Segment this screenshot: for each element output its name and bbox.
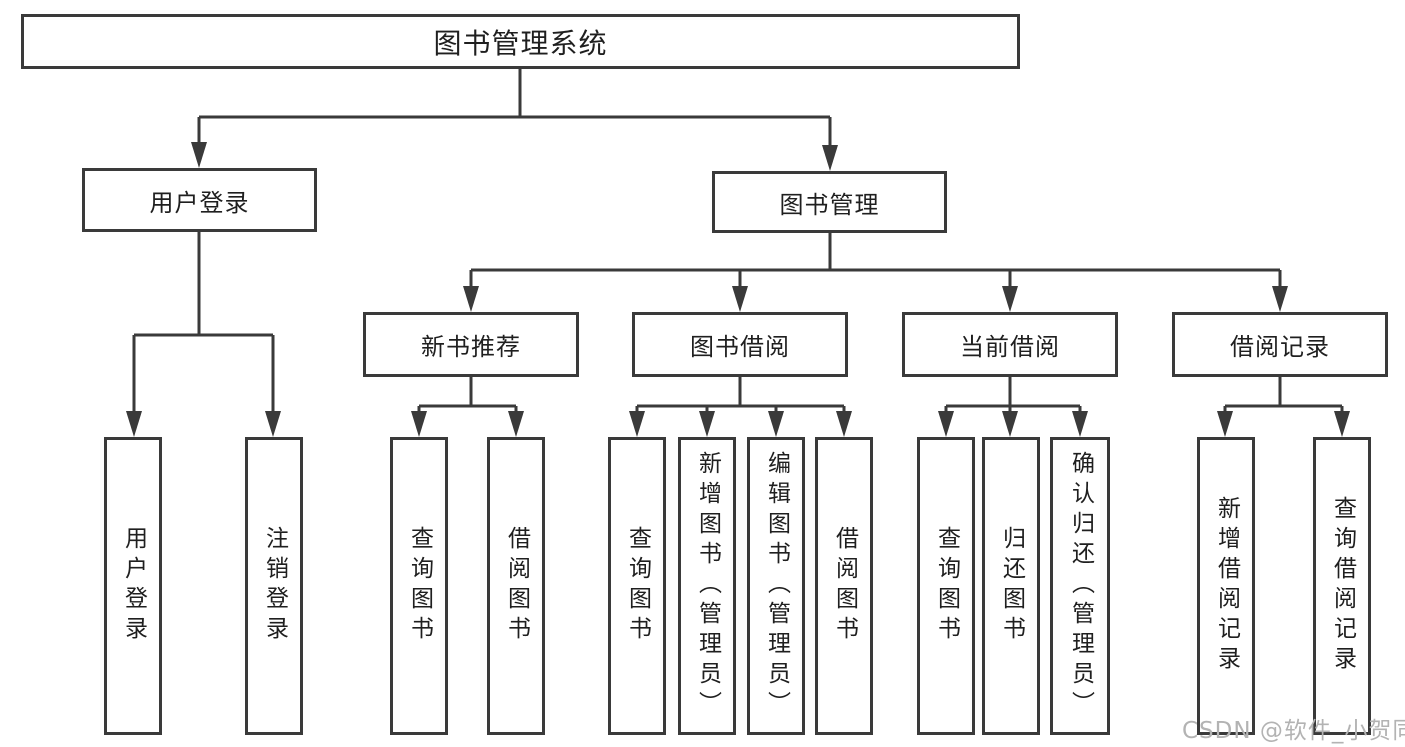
leaf-confirm-return-admin: 确认归还（管理员） bbox=[1050, 437, 1110, 735]
connector-book-borrow-children bbox=[629, 377, 852, 437]
leaf-borrow-books: 借阅图书 bbox=[487, 437, 545, 735]
leaf-query-borrow-record: 查询借阅记录 bbox=[1313, 437, 1371, 735]
node-label: 借阅图书 bbox=[503, 526, 530, 646]
root-node-library-system: 图书管理系统 bbox=[21, 14, 1020, 69]
node-book-management: 图书管理 bbox=[712, 171, 947, 233]
connector-root-to-level2 bbox=[191, 69, 838, 171]
node-label: 图书管理系统 bbox=[433, 26, 608, 60]
connector-user-login-children bbox=[126, 232, 281, 437]
node-label: 注销登录 bbox=[261, 526, 288, 646]
leaf-edit-book-admin: 编辑图书（管理员） bbox=[747, 437, 805, 735]
node-label: 新书推荐 bbox=[421, 333, 521, 361]
node-label: 用户登录 bbox=[149, 188, 250, 217]
node-label: 编辑图书（管理员） bbox=[763, 451, 790, 721]
node-label: 借阅图书 bbox=[831, 526, 858, 646]
connector-current-borrow-children bbox=[938, 377, 1088, 437]
leaf-query-books: 查询图书 bbox=[608, 437, 666, 735]
leaf-query-books: 查询图书 bbox=[917, 437, 975, 735]
leaf-return-books: 归还图书 bbox=[982, 437, 1040, 735]
node-book-borrow: 图书借阅 bbox=[632, 312, 848, 377]
node-label: 借阅记录 bbox=[1230, 333, 1330, 361]
node-new-book-recommend: 新书推荐 bbox=[363, 312, 579, 377]
node-label: 确认归还（管理员） bbox=[1067, 451, 1094, 721]
node-label: 查询图书 bbox=[624, 526, 651, 646]
connector-new-book-children bbox=[411, 377, 524, 437]
node-label: 查询图书 bbox=[933, 526, 960, 646]
node-label: 新增图书（管理员） bbox=[694, 451, 721, 721]
leaf-user-login: 用户登录 bbox=[104, 437, 162, 735]
leaf-query-books: 查询图书 bbox=[390, 437, 448, 735]
node-label: 用户登录 bbox=[120, 526, 147, 646]
node-label: 查询借阅记录 bbox=[1329, 496, 1356, 676]
node-label: 图书借阅 bbox=[690, 333, 790, 361]
node-label: 图书管理 bbox=[779, 190, 880, 219]
node-label: 当前借阅 bbox=[960, 333, 1060, 361]
connector-book-management-children bbox=[463, 233, 1288, 312]
node-current-borrow: 当前借阅 bbox=[902, 312, 1118, 377]
node-label: 新增借阅记录 bbox=[1213, 496, 1240, 676]
node-label: 归还图书 bbox=[998, 526, 1025, 646]
csdn-watermark: CSDN @软件_小贺同学 bbox=[1182, 718, 1405, 744]
node-label: 查询图书 bbox=[406, 526, 433, 646]
leaf-logout: 注销登录 bbox=[245, 437, 303, 735]
leaf-add-borrow-record: 新增借阅记录 bbox=[1197, 437, 1255, 735]
node-user-login: 用户登录 bbox=[82, 168, 317, 232]
node-borrow-records: 借阅记录 bbox=[1172, 312, 1388, 377]
leaf-borrow-books: 借阅图书 bbox=[815, 437, 873, 735]
leaf-add-book-admin: 新增图书（管理员） bbox=[678, 437, 736, 735]
connector-borrow-records-children bbox=[1217, 377, 1350, 437]
